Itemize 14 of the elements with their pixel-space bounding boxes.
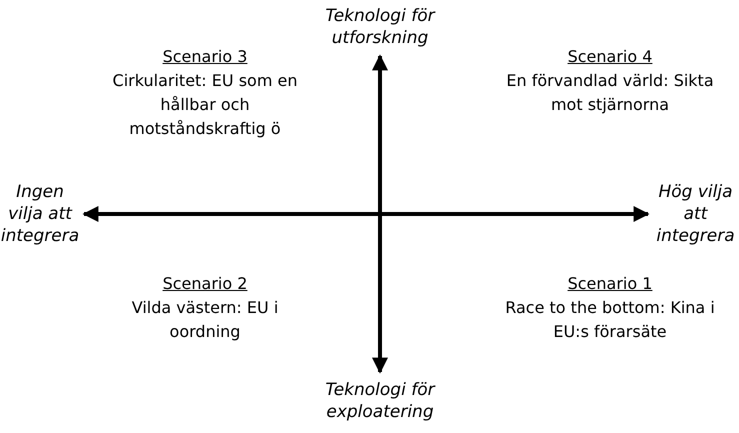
axis-label: Ingen vilja att integrera xyxy=(0,170,80,258)
scenario-description: Vilda västern: EU i oordning xyxy=(130,297,280,343)
scenario-heading: Scenario 4 xyxy=(566,46,654,68)
scenario-description: Cirkularitet: EU som en hållbar och motståndskraftig ö xyxy=(112,70,298,140)
scenario-description: Race to the bottom: Kina i EU:s förarsäte xyxy=(504,297,716,343)
axis-label: Teknologi för exploatering xyxy=(290,376,470,426)
axis-label: Hög vilja att integrera xyxy=(652,170,739,258)
scenario-heading: Scenario 2 xyxy=(162,273,248,295)
scenario-heading: Scenario 1 xyxy=(566,273,654,295)
axis-arrow xyxy=(82,206,650,222)
scenario-heading: Scenario 3 xyxy=(162,46,248,68)
scenario-description: En förvandlad värld: Sikta mot stjärnorna xyxy=(505,70,715,116)
axis-arrow xyxy=(372,54,388,374)
axis-label: Teknologi för utforskning xyxy=(290,2,470,52)
